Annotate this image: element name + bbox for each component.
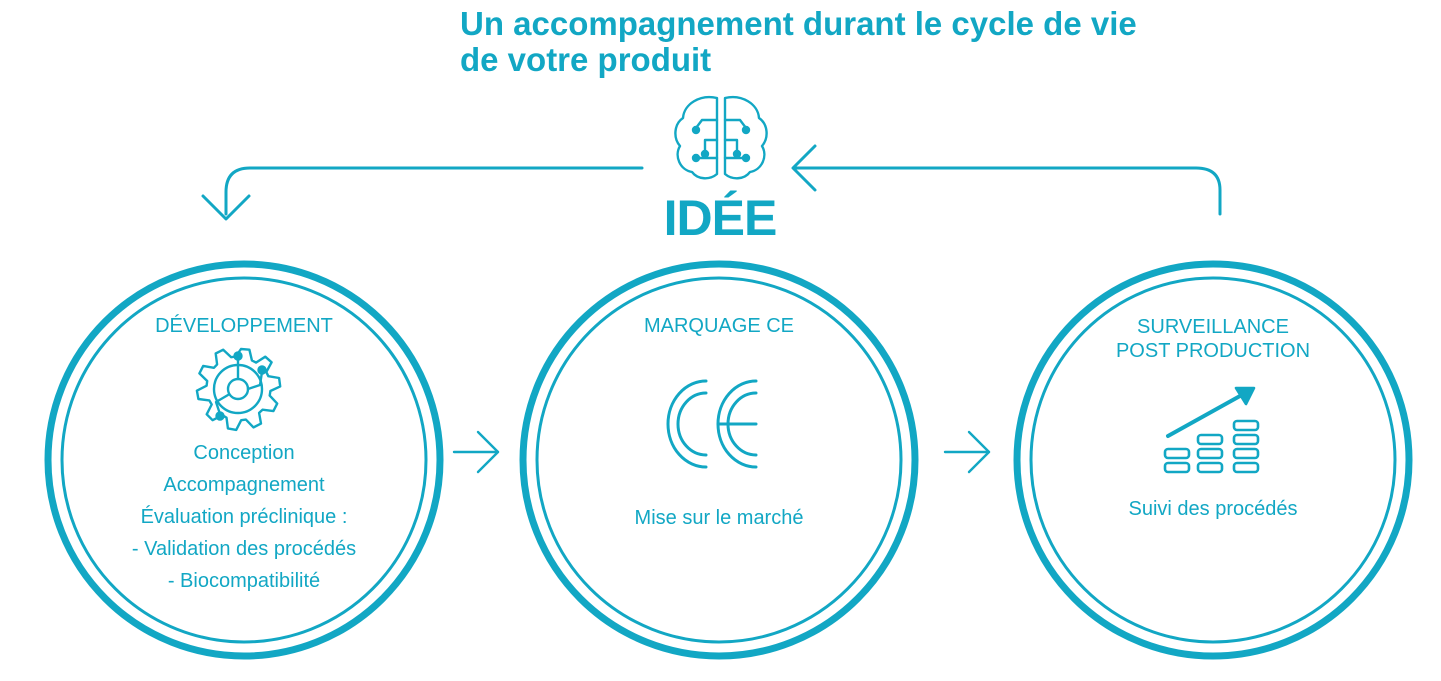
- title-line-2: de votre produit: [460, 41, 712, 78]
- growth-chart-icon: [1163, 386, 1260, 474]
- stage-surveillance-body: Suivi des procédés: [1033, 493, 1393, 525]
- stage-surveillance: SURVEILLANCE POST PRODUCTION: [1033, 315, 1393, 363]
- circle-development: [44, 260, 444, 660]
- stage-body: Suivi des procédés: [1033, 493, 1393, 525]
- stage-body-line: Accompagnement: [163, 474, 325, 496]
- stage-body-line: Conception: [193, 442, 295, 464]
- stage-title: MARQUAGE CE: [539, 314, 899, 338]
- circle-surveillance: [1013, 260, 1413, 660]
- stage-title: DÉVELOPPEMENT: [64, 314, 424, 338]
- stage-body: Mise sur le marché: [539, 502, 899, 534]
- stage-development-body: Conception Accompagnement Évaluation pré…: [64, 437, 424, 597]
- center-label: IDÉE: [663, 190, 778, 246]
- arrowhead-idee: [791, 144, 817, 192]
- arrowhead-development: [201, 194, 251, 221]
- page-title: Un accompagnement durant le cycle de vie…: [460, 6, 1280, 78]
- stage-body-line: Mise sur le marché: [634, 507, 804, 529]
- stage-title-line: DÉVELOPPEMENT: [155, 315, 333, 337]
- title-line-1: Un accompagnement durant le cycle de vie: [460, 5, 1137, 42]
- stage-body: Conception Accompagnement Évaluation pré…: [64, 437, 424, 597]
- stage-title: SURVEILLANCE POST PRODUCTION: [1033, 315, 1393, 363]
- circle-marquage: [519, 260, 919, 660]
- stage-title-line: SURVEILLANCE: [1137, 316, 1289, 338]
- arrow-development-to-marquage: [452, 430, 500, 474]
- stage-development: DÉVELOPPEMENT: [64, 314, 424, 338]
- stage-body-line: Évaluation préclinique :: [140, 506, 348, 528]
- stage-title-line: MARQUAGE CE: [643, 315, 795, 337]
- arrow-idee-to-development: [224, 166, 644, 216]
- ce-mark-icon: [666, 379, 758, 469]
- stage-body-line: Suivi des procédés: [1128, 498, 1298, 520]
- brain-circuit-icon: [674, 95, 768, 180]
- stage-body-line: - Biocompatibilité: [167, 570, 321, 592]
- stage-marquage-body: Mise sur le marché: [539, 502, 899, 534]
- arrow-surveillance-to-idee: [793, 166, 1222, 216]
- stage-body-line: - Validation des procédés: [131, 538, 357, 560]
- arrow-marquage-to-surveillance: [943, 430, 991, 474]
- stage-marquage: MARQUAGE CE: [539, 314, 899, 338]
- gear-circuit-icon: [195, 347, 282, 432]
- stage-title-line: POST PRODUCTION: [1115, 340, 1311, 362]
